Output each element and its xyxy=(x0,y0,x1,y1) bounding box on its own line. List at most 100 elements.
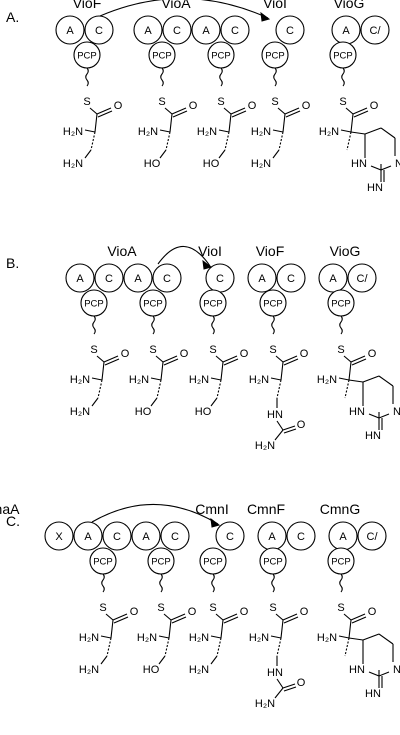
bond xyxy=(91,377,103,381)
wavy-bond xyxy=(219,67,223,87)
pcp-label: PCP xyxy=(331,299,351,310)
bond xyxy=(362,633,380,641)
pcp-label: PCP xyxy=(203,557,223,568)
bond xyxy=(223,358,239,366)
domain-label: A xyxy=(202,25,210,37)
domain-circle xyxy=(357,521,387,551)
amine-label: H₂N xyxy=(255,698,275,710)
pcp-label: PCP xyxy=(143,299,163,310)
oxygen-label: O xyxy=(300,606,309,618)
stereo-bond xyxy=(344,637,350,657)
bond xyxy=(272,149,280,159)
bond xyxy=(280,619,284,639)
bond xyxy=(283,428,297,434)
bond xyxy=(112,613,128,621)
stereo-bond xyxy=(344,379,350,399)
bond xyxy=(96,355,105,363)
pcp-label: PCP xyxy=(263,299,283,310)
bond xyxy=(104,358,120,366)
bond xyxy=(340,129,352,133)
module-name: VioI xyxy=(198,243,222,259)
domain-circle xyxy=(276,263,306,293)
sulfur-label: S xyxy=(157,602,164,614)
domain-circle xyxy=(102,521,132,551)
bond xyxy=(351,616,367,624)
wavy-bond xyxy=(159,573,163,593)
substrate-capreo: SOH₂NHNNHHN xyxy=(317,315,400,442)
sulfur-label: S xyxy=(209,344,216,356)
bond xyxy=(282,425,296,431)
bond xyxy=(155,355,164,363)
amine-label: H₂N xyxy=(249,632,269,644)
arrow-head xyxy=(260,11,271,22)
domain-label: C/ xyxy=(367,531,379,543)
hn-label: HN xyxy=(349,664,365,676)
bond xyxy=(270,635,282,639)
module-name: VioF xyxy=(73,0,102,11)
hn-label: HN xyxy=(349,406,365,418)
domain-label: A xyxy=(144,25,152,37)
domain-label: A xyxy=(76,273,84,285)
module-name: VioA xyxy=(161,0,191,11)
bond xyxy=(170,613,186,621)
bond xyxy=(283,616,299,624)
oxygen-label: O xyxy=(297,677,306,689)
bond xyxy=(84,149,92,159)
bond xyxy=(163,358,179,366)
amine-label: H₂N xyxy=(189,374,209,386)
hn-label: HN xyxy=(267,409,283,421)
domain-label: C xyxy=(287,273,295,285)
sulfur-label: S xyxy=(99,602,106,614)
oxygen-label: O xyxy=(297,419,306,431)
module-name: CmnF xyxy=(247,501,285,517)
amine-label: H₂N xyxy=(63,158,83,170)
hydroxyl-label: HO xyxy=(195,406,212,418)
bond xyxy=(230,107,246,115)
module-name: VioG xyxy=(330,243,361,259)
pcp-label: PCP xyxy=(151,557,171,568)
nh-label: NH xyxy=(395,158,400,170)
amine-label: H₂N xyxy=(249,374,269,386)
domain-circle xyxy=(44,521,74,551)
stereo-bond xyxy=(216,637,222,657)
domain-label: C xyxy=(216,273,224,285)
bond xyxy=(94,113,98,133)
domain-circle xyxy=(347,263,377,293)
substrate-capreo: SOH₂NHNNHHN xyxy=(319,67,400,194)
oxygen-label: O xyxy=(368,348,377,360)
bond xyxy=(351,358,367,366)
panel-c: C.CmaAXACACPCPPCPCmnICPCPCmnFACPCPCmnGAC… xyxy=(0,501,400,710)
domain-circle xyxy=(162,15,192,45)
bond xyxy=(210,397,218,407)
amine-label: H₂N xyxy=(251,126,271,138)
nh-label: NH xyxy=(393,664,400,676)
oxygen-label: O xyxy=(180,348,189,360)
bond xyxy=(350,131,366,135)
domain-circle xyxy=(73,521,103,551)
domain-label: C xyxy=(226,531,234,543)
bond xyxy=(338,635,350,639)
bond xyxy=(348,361,352,381)
bond xyxy=(348,637,364,641)
pcp-label: PCP xyxy=(331,557,351,568)
bond xyxy=(270,377,282,381)
domain-label: X xyxy=(55,531,63,543)
pcp-label: PCP xyxy=(203,299,223,310)
module-name: CmaA xyxy=(0,501,20,517)
stereo-bond xyxy=(97,379,103,399)
amine-label: H₂N xyxy=(63,126,83,138)
bond xyxy=(283,686,297,692)
bond xyxy=(274,687,284,699)
domain-label: C/ xyxy=(357,273,369,285)
bond xyxy=(362,375,380,383)
oxygen-label: O xyxy=(189,100,198,112)
amine-label: H₂N xyxy=(79,664,99,676)
domain-label: C xyxy=(163,273,171,285)
